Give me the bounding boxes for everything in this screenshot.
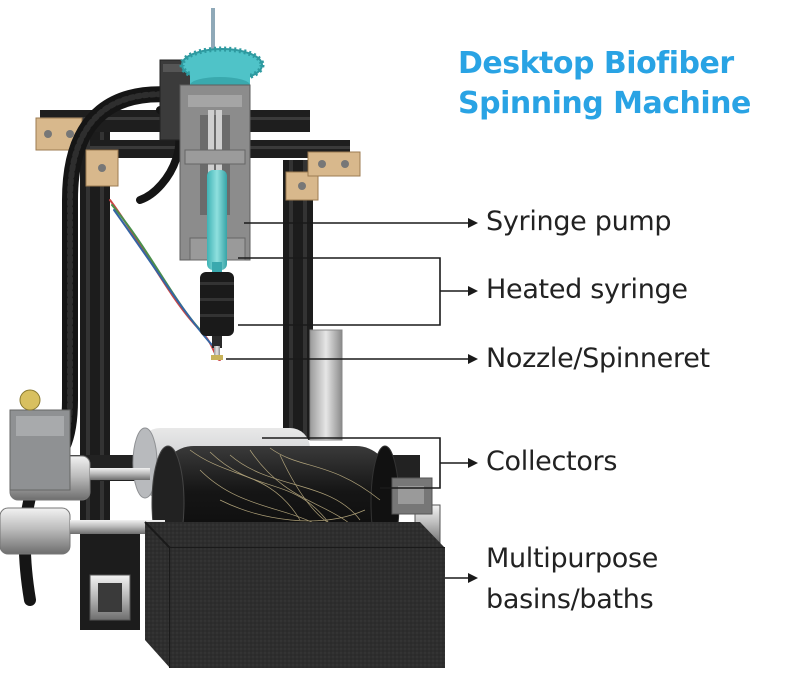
- corner-brackets: [35, 117, 361, 201]
- syringe-pump-assembly: [159, 8, 265, 274]
- diagram-title: Desktop Biofiber Spinning Machine: [458, 44, 788, 124]
- title-line-1: Desktop Biofiber: [458, 46, 734, 81]
- side-plate: [309, 329, 343, 441]
- label-heated-syringe: Heated syringe: [486, 274, 688, 305]
- title-line-2: Spinning Machine: [458, 86, 751, 121]
- heated-syringe-sleeve: [200, 272, 234, 348]
- label-collectors: Collectors: [486, 446, 618, 477]
- label-nozzle-spinneret: Nozzle/Spinneret: [486, 343, 710, 374]
- label-basins-line-1: Multipurpose: [486, 543, 659, 574]
- leader-lines: [226, 222, 470, 579]
- label-basins-line-2: basins/baths: [486, 584, 654, 615]
- nozzle: [211, 346, 223, 360]
- label-syringe-pump: Syringe pump: [486, 206, 672, 237]
- leader-arrowheads: [468, 218, 478, 583]
- basin: [144, 521, 445, 668]
